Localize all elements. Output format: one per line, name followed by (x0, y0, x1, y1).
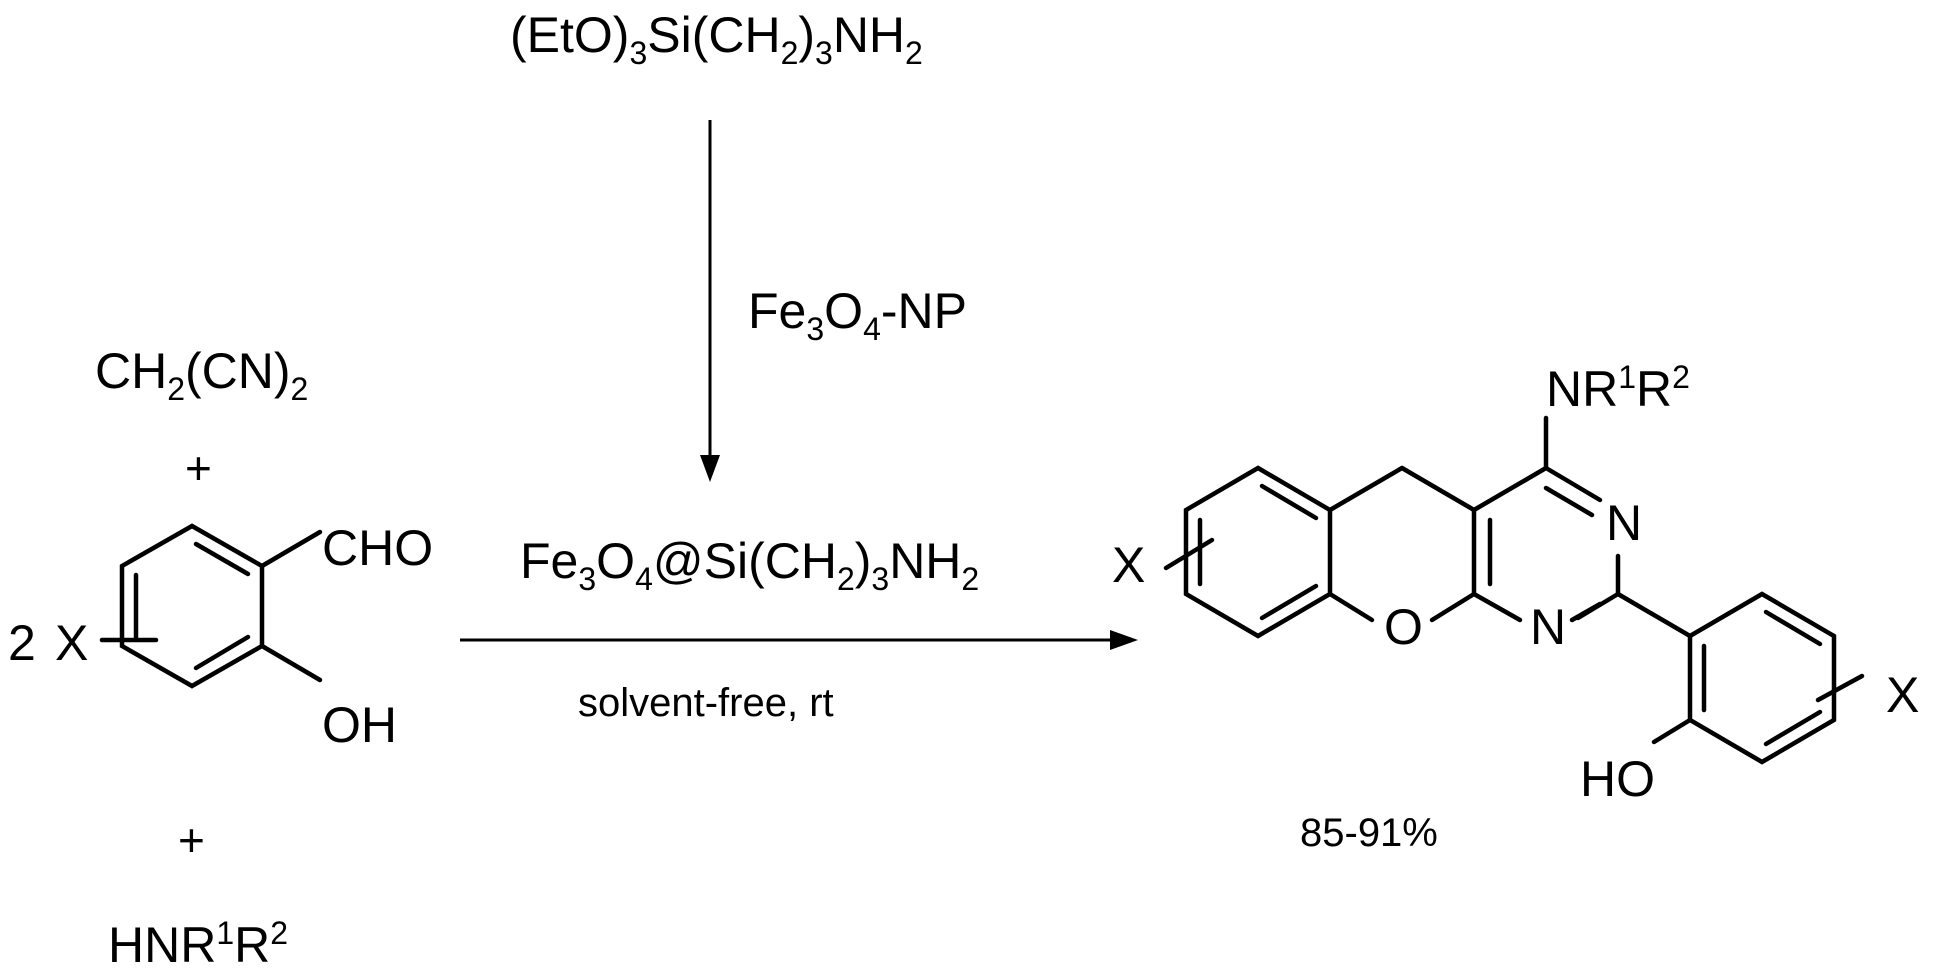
reaction-arrow (460, 630, 1138, 650)
substituent-x-reactant: X (55, 615, 88, 671)
silane-reagent: (EtO)3Si(CH2)3NH2 (510, 7, 923, 71)
hydroxyl-label-reactant: OH (322, 697, 397, 753)
catalyst-label: Fe3O4@Si(CH2)3NH2 (520, 533, 979, 597)
product-oxygen: O (1384, 599, 1423, 655)
nanoparticle-reagent: Fe3O4-NP (748, 283, 967, 347)
product-nitrogen-lower: N (1530, 599, 1566, 655)
plus-sign-2: + (178, 814, 205, 866)
salicylaldehyde-structure (99, 523, 323, 689)
plus-sign-1: + (185, 442, 212, 494)
product-amine-group: NR1R2 (1546, 359, 1690, 417)
product-substituent-x-right: X (1886, 667, 1919, 723)
product-nitrogen-upper: N (1606, 495, 1642, 551)
aldehyde-label: CHO (322, 520, 433, 576)
yield-label: 85-91% (1300, 811, 1438, 855)
conditions-label: solvent-free, rt (578, 681, 834, 725)
malononitrile: CH2(CN)2 (95, 343, 308, 407)
product-hydroxyl: HO (1580, 751, 1655, 807)
amine-reactant: HNR1R2 (108, 915, 288, 971)
product-structure (1163, 415, 1865, 765)
coefficient-2: 2 (8, 615, 36, 671)
product-substituent-x-left: X (1112, 537, 1145, 593)
catalyst-prep-arrow (700, 120, 720, 482)
